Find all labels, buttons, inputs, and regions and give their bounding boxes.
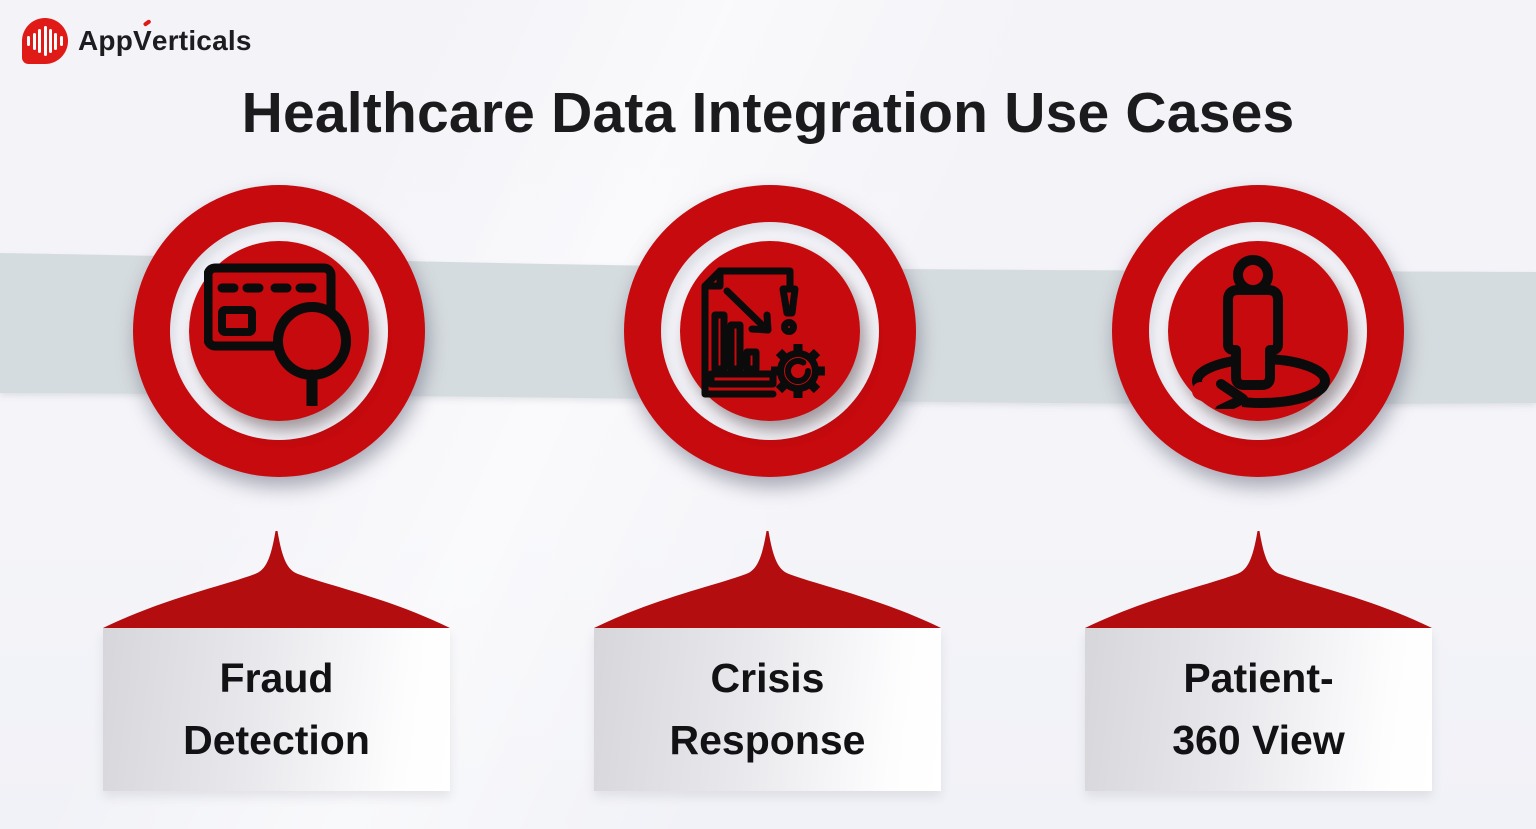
tent-roof [1085,531,1432,628]
card-label-line2: Detection [183,716,370,763]
tent-roof [103,531,450,628]
credit-card-magnifier-icon [204,263,351,406]
page-title: Healthcare Data Integration Use Cases [241,81,1295,145]
report-alert-gear-icon [701,267,825,398]
card-label-line2: 360 View [1172,716,1345,763]
badge-patient-360 [1112,185,1404,477]
card-patient-360: Patient- 360 View [1085,528,1432,791]
card-label-line1: Crisis [710,655,825,701]
badge-ring [661,222,879,440]
card-label-line1: Fraud [219,655,334,701]
brand-name-v: V [133,25,152,56]
person-360-rotation-icon [1192,255,1330,409]
brand-name-rest: erticals [151,25,252,56]
badge-crisis-response [624,185,916,477]
badge-ring [1149,222,1367,440]
appverticals-logo-icon [22,18,68,64]
card-label-line1: Patient- [1183,655,1334,701]
card-label-panel: Fraud Detection [103,628,450,791]
badge-inner [680,241,860,421]
card-label-line2: Response [669,716,866,763]
tent-roof [594,531,941,628]
badge-inner [1168,241,1348,421]
card-label-panel: Crisis Response [594,628,941,791]
card-label-panel: Patient- 360 View [1085,628,1432,791]
badge-inner [189,241,369,421]
brand-name-app: App [78,25,134,56]
card-crisis-response: Crisis Response [594,528,941,791]
badge-ring [170,222,388,440]
badge-fraud-detection [133,185,425,477]
card-fraud-detection: Fraud Detection [103,528,450,791]
